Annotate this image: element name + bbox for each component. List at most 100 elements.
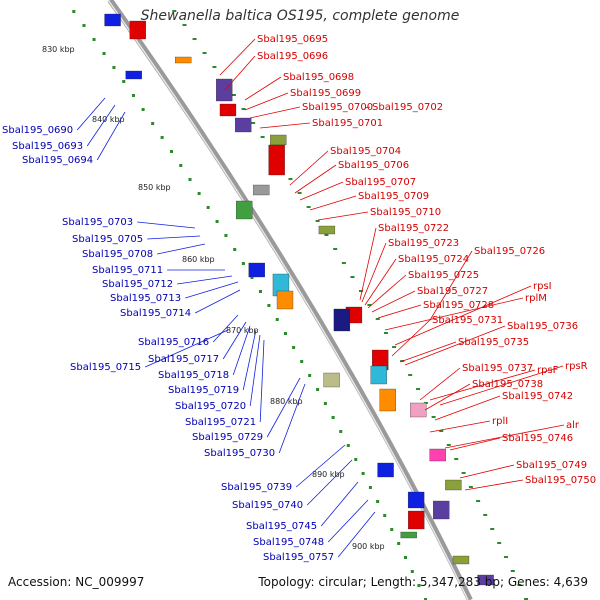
tick-mark-inner [346, 444, 350, 447]
leader-forward [429, 369, 536, 401]
tick-mark-outer [468, 486, 473, 488]
leader-forward [391, 319, 431, 357]
feature-track [104, 13, 494, 586]
tick-mark-inner [224, 234, 228, 237]
gene-feature [270, 134, 287, 146]
gene-feature [370, 365, 387, 385]
tick-mark-outer [408, 374, 413, 376]
tick-mark-inner [339, 430, 343, 433]
gene-label-forward: Sbal195_0706 [338, 160, 409, 171]
gene-label-reverse: Sbal195_0708 [82, 249, 153, 260]
leader-reverse [76, 97, 106, 131]
gene-feature [129, 20, 146, 40]
leader-reverse [232, 325, 251, 376]
tick-mark-outer [212, 66, 217, 68]
tick-mark-inner [354, 458, 358, 461]
gene-label-reverse: Sbal195_0719 [168, 385, 239, 396]
tick-mark-inner [151, 122, 155, 125]
gene-label-reverse: Sbal195_0711 [92, 265, 163, 276]
tick-mark-inner [122, 80, 126, 83]
leader-reverse [185, 281, 239, 299]
gene-feature [377, 462, 394, 478]
leader-reverse [212, 314, 239, 343]
leader-forward [361, 242, 387, 303]
gene-label-forward: Sbal195_0746 [502, 433, 573, 444]
gene-label-forward: Sbal195_0735 [458, 337, 529, 348]
tick-mark-outer [416, 388, 421, 390]
tick-mark-inner [102, 52, 106, 55]
gene-label-forward: Sbal195_0724 [398, 254, 469, 265]
gene-feature [452, 555, 470, 565]
gene-label-forward: Sbal195_0749 [516, 460, 587, 471]
gene-label-forward: Sbal195_0699 [290, 88, 361, 99]
gene-label-forward: Sbal195_0726 [474, 246, 545, 257]
genome-backbone [107, 0, 473, 600]
gene-label-forward: Sbal195_0702 [372, 102, 443, 113]
leader-forward [404, 325, 506, 366]
leader-forward [244, 76, 282, 101]
kbp-label: 880 kbp [270, 397, 303, 406]
kbp-label: 860 kbp [182, 255, 215, 264]
gene-label-forward: rplI [492, 416, 508, 427]
tick-mark-outer [375, 318, 380, 320]
leader-forward [384, 297, 524, 331]
leader-forward [364, 106, 371, 109]
gene-label-reverse: Sbal195_0715 [70, 362, 141, 373]
gene-feature [407, 491, 425, 509]
gene-label-reverse: Sbal195_0745 [246, 521, 317, 532]
gene-label-reverse: Sbal195_0716 [138, 337, 209, 348]
gene-label-forward: rplM [525, 293, 547, 304]
gene-feature [433, 500, 450, 520]
tick-mark-outer [504, 556, 509, 558]
gene-feature [125, 70, 142, 80]
leader-reverse [306, 459, 353, 506]
genome-backbone-highlight [107, 0, 469, 600]
tick-mark-inner [258, 290, 262, 293]
leader-forward [364, 258, 397, 306]
gene-label-reverse: Sbal195_0714 [120, 308, 191, 319]
tick-mark-inner [368, 486, 372, 489]
gene-feature [323, 372, 340, 388]
gene-feature [318, 225, 336, 235]
leader-reverse [337, 511, 376, 558]
leader-reverse [137, 221, 196, 229]
gene-label-forward: Sbal195_0695 [257, 34, 328, 45]
gene-label-forward: Sbal195_0701 [312, 118, 383, 129]
kbp-label: 870 kbp [226, 326, 259, 335]
tick-mark-outer [341, 262, 346, 264]
tick-mark-outer [350, 276, 355, 278]
gene-label-reverse: Sbal195_0705 [72, 234, 143, 245]
leader-forward [367, 274, 407, 309]
tick-mark-inner [141, 108, 145, 111]
kbp-label: 900 kbp [352, 542, 385, 551]
leader-reverse [145, 329, 229, 368]
leader-forward [224, 55, 256, 91]
tick-mark-inner [300, 360, 304, 363]
gene-feature [216, 78, 233, 102]
tick-mark-inner [390, 528, 394, 531]
leader-forward [429, 420, 491, 433]
tick-mark-outer [517, 584, 522, 586]
gene-label-reverse: Sbal195_0693 [12, 141, 83, 152]
leader-reverse [177, 275, 233, 285]
gene-label-forward: rpsR [565, 361, 588, 372]
gene-feature [410, 402, 427, 418]
tick-mark-outer [446, 444, 451, 446]
gene-label-forward: Sbal195_0722 [378, 223, 449, 234]
tick-mark-inner [215, 220, 219, 223]
genome-title: Shewanella baltica OS195, complete genom… [140, 8, 460, 24]
leader-forward [399, 341, 457, 363]
leader-reverse [157, 243, 206, 255]
tick-mark-inner [170, 150, 173, 153]
tick-mark-inner [112, 66, 116, 69]
tick-mark-outer [490, 528, 495, 530]
gene-label-forward: rpsI [533, 281, 552, 292]
tick-mark-outer [251, 122, 256, 124]
leader-reverse [222, 321, 247, 360]
kbp-label: 840 kbp [92, 115, 125, 124]
leader-forward [449, 437, 501, 451]
kbp-label: 850 kbp [138, 183, 171, 192]
leader-forward [464, 479, 524, 491]
gene-label-reverse: Sbal195_0729 [192, 432, 263, 443]
